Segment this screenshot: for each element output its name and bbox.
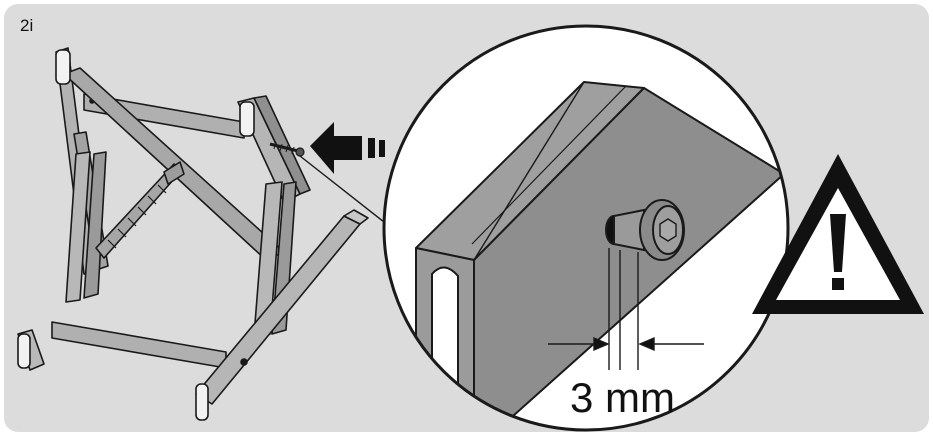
- leg-cap-4: [195, 383, 209, 421]
- measurement-label: 3 mm: [570, 374, 675, 421]
- screw-icon: [269, 141, 305, 157]
- leg-cap-3: [17, 333, 31, 369]
- assembly-step-panel: 2i: [4, 4, 929, 432]
- leg-cap-1: [55, 49, 71, 85]
- leg-cap-2: [239, 101, 255, 137]
- slat-end: [163, 161, 185, 185]
- bolt-icon: [605, 199, 685, 261]
- callout-line: [299, 155, 385, 223]
- front-runner: [195, 215, 361, 405]
- front-left-inner-leg: [83, 151, 107, 299]
- insert-arrow-icon: [310, 122, 385, 174]
- chair-frame: [17, 47, 369, 421]
- front-left-leg: [65, 151, 91, 303]
- measurement-guides: [548, 248, 704, 370]
- detail-magnifier: [382, 24, 790, 432]
- warning-triangle-icon: [752, 154, 924, 314]
- front-runner-top: [343, 209, 369, 225]
- lower-rail: [51, 321, 227, 369]
- step-number: 2i: [20, 16, 34, 35]
- top-rail: [83, 93, 245, 139]
- beam-slot: [431, 266, 459, 430]
- assembly-illustration: 3 mm: [17, 24, 924, 432]
